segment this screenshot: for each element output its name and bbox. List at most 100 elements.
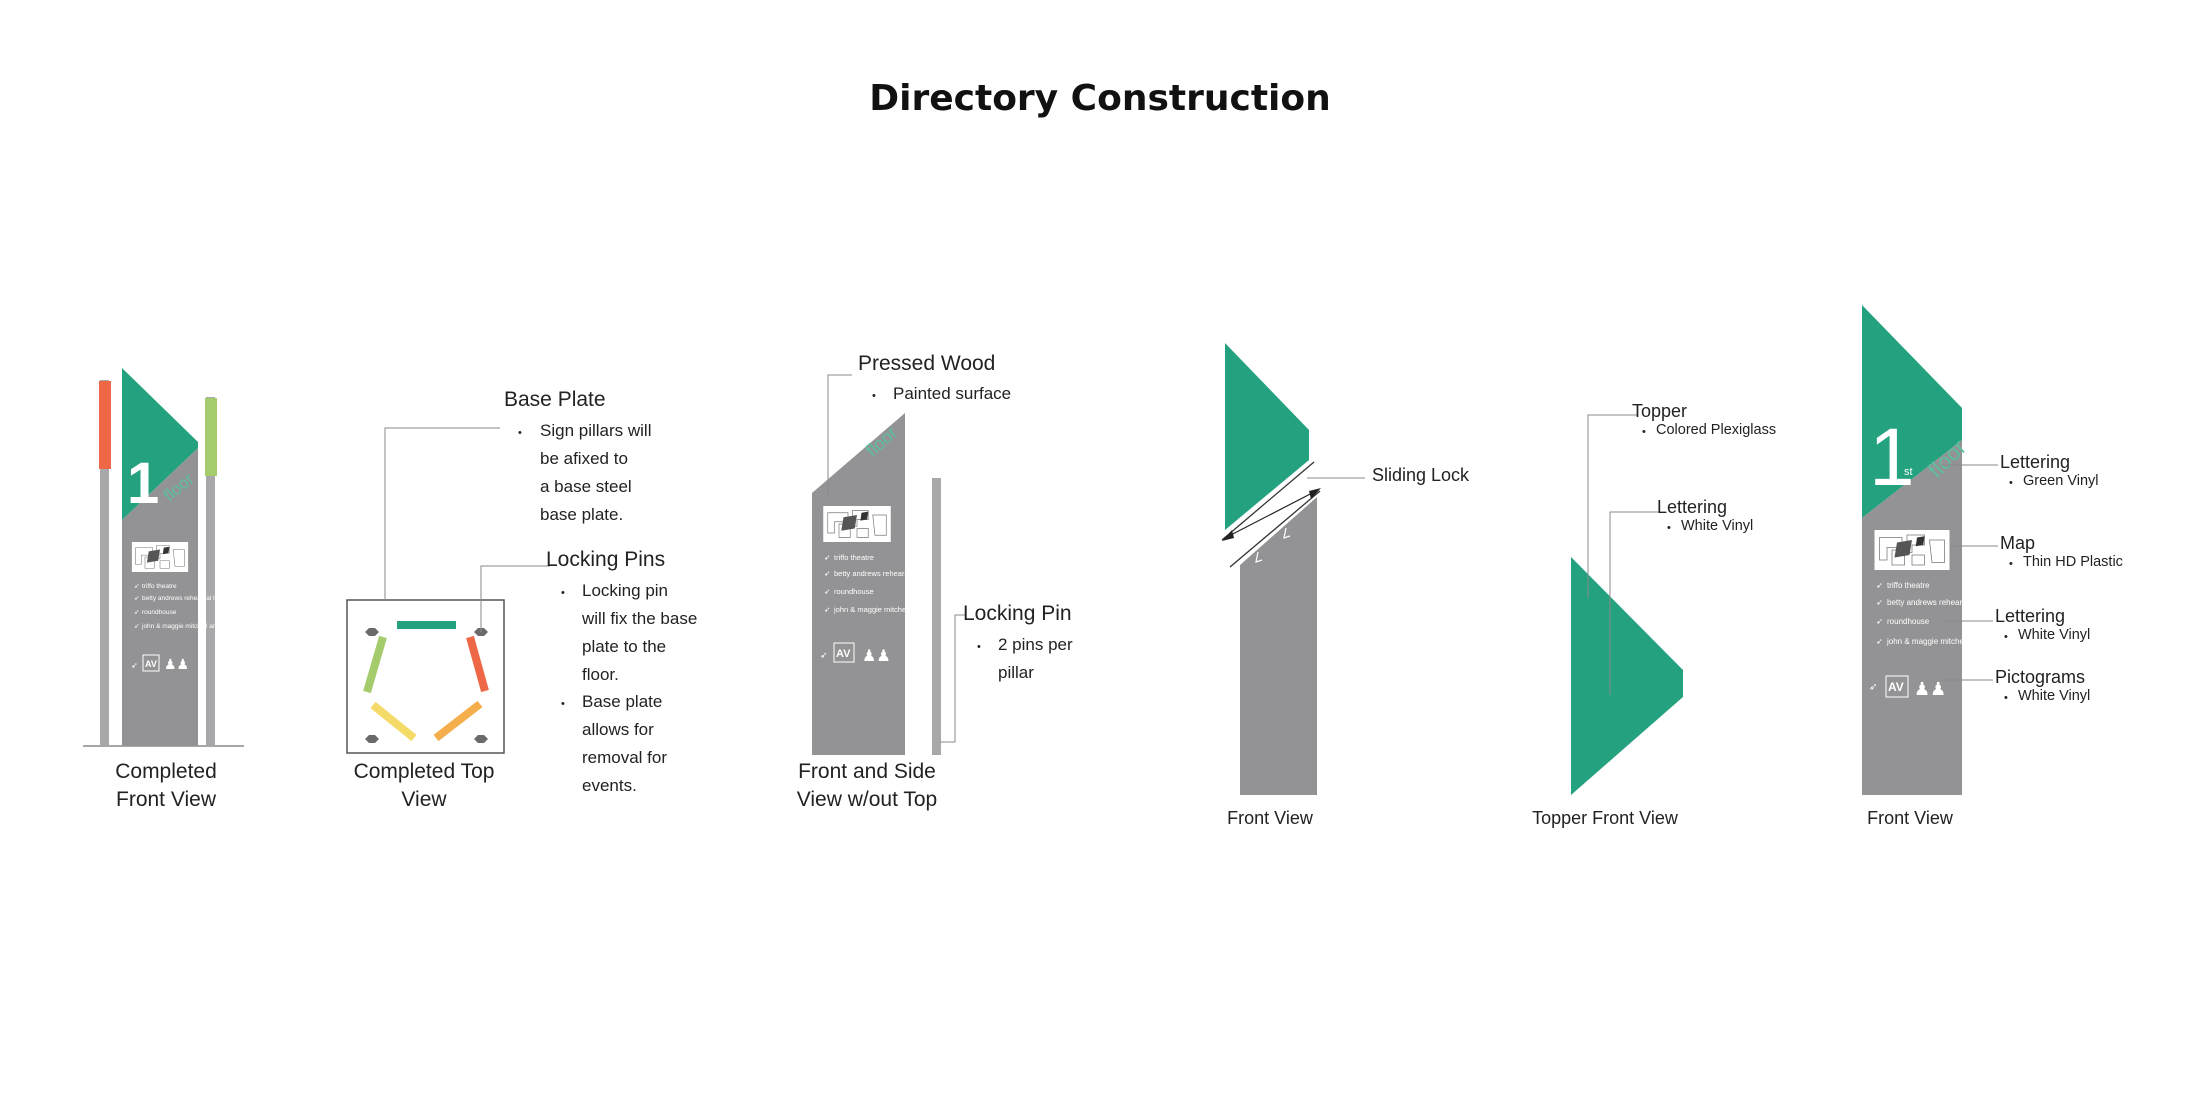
directory-item: betty andrews rehearsal hall bbox=[1887, 598, 1987, 607]
left-pillar bbox=[100, 380, 109, 746]
pictogram-restroom: ♟♟ bbox=[862, 648, 891, 665]
topper-front-view-drawing bbox=[1571, 414, 1683, 795]
slide-arrow bbox=[1224, 489, 1319, 539]
lock-hook bbox=[1255, 551, 1263, 563]
directory-arrow: ➶ bbox=[1876, 617, 1883, 626]
map-bullet: Thin HD Plastic bbox=[2023, 554, 2123, 570]
pictograms: ➶ AV ♟♟ bbox=[131, 654, 189, 672]
pictogram-arrow: ➶ bbox=[1869, 682, 1877, 693]
pictogram-restroom: ♟♟ bbox=[1914, 679, 1946, 699]
sign-topper bbox=[122, 368, 198, 520]
base-plate-line: base plate. bbox=[540, 505, 624, 524]
locking-pins-leader bbox=[480, 565, 550, 632]
lock-hook bbox=[1283, 527, 1291, 539]
locking-pins-line: Locking pin bbox=[582, 581, 669, 600]
pressed-wood-bullet: Painted surface bbox=[893, 384, 1012, 403]
pressed-wood-heading: Pressed Wood bbox=[858, 352, 996, 375]
topper-green bbox=[1225, 343, 1309, 530]
caption-topper-front-view: Topper Front View bbox=[1532, 808, 1678, 828]
bullet-dot: • bbox=[2009, 477, 2013, 489]
directory-item: roundhouse bbox=[1887, 617, 1930, 626]
pictograms: ➶ AV ♟♟ bbox=[1869, 675, 1946, 699]
pictogram-av: AV bbox=[836, 648, 851, 660]
directory-arrow: ➶ bbox=[134, 595, 139, 602]
bullet-dot: • bbox=[872, 390, 876, 402]
topper-lettering-heading: Lettering bbox=[1657, 497, 1728, 517]
directory-item: betty andrews rehearsal hall bbox=[142, 595, 224, 602]
pillar-amber bbox=[433, 700, 483, 742]
directory-list: ➶triffo theatre ➶betty andrews rehearsal… bbox=[1876, 581, 2005, 646]
sign-map bbox=[131, 542, 189, 572]
topper-lettering-leader bbox=[1609, 511, 1659, 695]
directory-item: roundhouse bbox=[142, 609, 177, 616]
lettering-white-bullet: White Vinyl bbox=[2018, 627, 2091, 643]
floor-number: 1 bbox=[127, 451, 159, 516]
directory-arrow: ➶ bbox=[1876, 637, 1883, 646]
base-plate-leader bbox=[384, 427, 500, 600]
bullet-dot: • bbox=[518, 427, 522, 439]
base-plate-line: a base steel bbox=[540, 477, 632, 496]
pictogram-arrow: ➶ bbox=[131, 661, 138, 670]
right-pillar bbox=[206, 397, 215, 746]
pictogram-restroom: ♟♟ bbox=[164, 656, 189, 672]
pressed-wood-leader bbox=[827, 374, 852, 497]
sign-body bbox=[1862, 440, 1962, 795]
caption-completed-top-view: Completed Top View bbox=[353, 760, 495, 811]
sign-topper bbox=[1862, 305, 1962, 518]
bullet-dot: • bbox=[561, 698, 565, 710]
sliding-lock-heading: Sliding Lock bbox=[1372, 465, 1470, 485]
locking-pin-hex bbox=[474, 735, 488, 743]
directory-item: john & maggie mitchell art gallery bbox=[141, 623, 238, 630]
pictogram-av: AV bbox=[1888, 680, 1904, 694]
base-plate-heading: Base Plate bbox=[504, 388, 606, 411]
topper-leader bbox=[1587, 414, 1637, 598]
slide-arrowhead bbox=[1309, 488, 1321, 499]
map-heading: Map bbox=[2000, 533, 2036, 553]
annotated-front-view-drawing: 1 st floor ➶triffo theatre ➶betty andrew… bbox=[1862, 305, 2005, 795]
bullet-dot: • bbox=[2004, 692, 2008, 704]
base-plate-line: Sign pillars will bbox=[540, 421, 652, 440]
caption-front-side-view: Front and Side View w/out Top bbox=[796, 760, 938, 811]
pictograms-bullet: White Vinyl bbox=[2018, 688, 2091, 704]
locking-pins-line: events. bbox=[582, 776, 637, 795]
directory-list: ➶triffo theatre ➶betty andrews rehearsal… bbox=[134, 583, 238, 630]
pillar-orange bbox=[466, 635, 489, 693]
directory-arrow: ➶ bbox=[134, 609, 139, 616]
lettering-green-bullet: Green Vinyl bbox=[2023, 473, 2099, 489]
floor-suffix: st bbox=[1904, 466, 1913, 478]
locking-pins-line: will fix the base bbox=[582, 609, 698, 628]
bullet-dot: • bbox=[1667, 522, 1671, 534]
page-title: Directory Construction bbox=[869, 78, 1331, 119]
caption-front-view: Front View bbox=[1227, 808, 1313, 828]
pillar-yellow bbox=[370, 701, 417, 742]
directory-list: ➶triffo theatre ➶betty andrews rehearsal… bbox=[824, 553, 945, 614]
front-side-view-drawing: floor ➶triffo theatre ➶betty andrews reh… bbox=[812, 374, 965, 755]
pictogram-av: AV bbox=[145, 659, 157, 669]
locking-pins-line: removal for bbox=[582, 748, 668, 767]
directory-arrow: ➶ bbox=[824, 587, 830, 596]
caption-completed-front-view: Completed Front View bbox=[115, 760, 217, 811]
bullet-dot: • bbox=[977, 641, 981, 653]
bullet-dot: • bbox=[561, 587, 565, 599]
locking-pin-hex bbox=[365, 735, 379, 743]
directory-item: john & maggie mitchell art gallery bbox=[1886, 637, 2005, 646]
directory-arrow: ➶ bbox=[824, 569, 830, 578]
topper-shape bbox=[1571, 557, 1683, 795]
locking-pins-line: allows for bbox=[582, 720, 654, 739]
directory-item: john & maggie mitchell art gallery bbox=[833, 605, 945, 614]
directory-arrow: ➶ bbox=[1876, 581, 1883, 590]
lettering-white-heading: Lettering bbox=[1995, 606, 2066, 626]
floor-number: 1 bbox=[1869, 412, 1915, 503]
directory-item: roundhouse bbox=[834, 587, 874, 596]
pictogram-arrow: ➶ bbox=[820, 650, 828, 660]
directory-item: betty andrews rehearsal hall bbox=[834, 569, 928, 578]
locking-pins-line: plate to the bbox=[582, 637, 667, 656]
bullet-dot: • bbox=[2009, 558, 2013, 570]
lettering-green-heading: Lettering bbox=[2000, 452, 2071, 472]
bullet-dot: • bbox=[2004, 631, 2008, 643]
sliding-lock-line-lower bbox=[1229, 490, 1321, 568]
topper-heading: Topper bbox=[1632, 401, 1688, 421]
sliding-lock-line-upper bbox=[1221, 461, 1315, 541]
directory-item: triffo theatre bbox=[142, 583, 177, 590]
